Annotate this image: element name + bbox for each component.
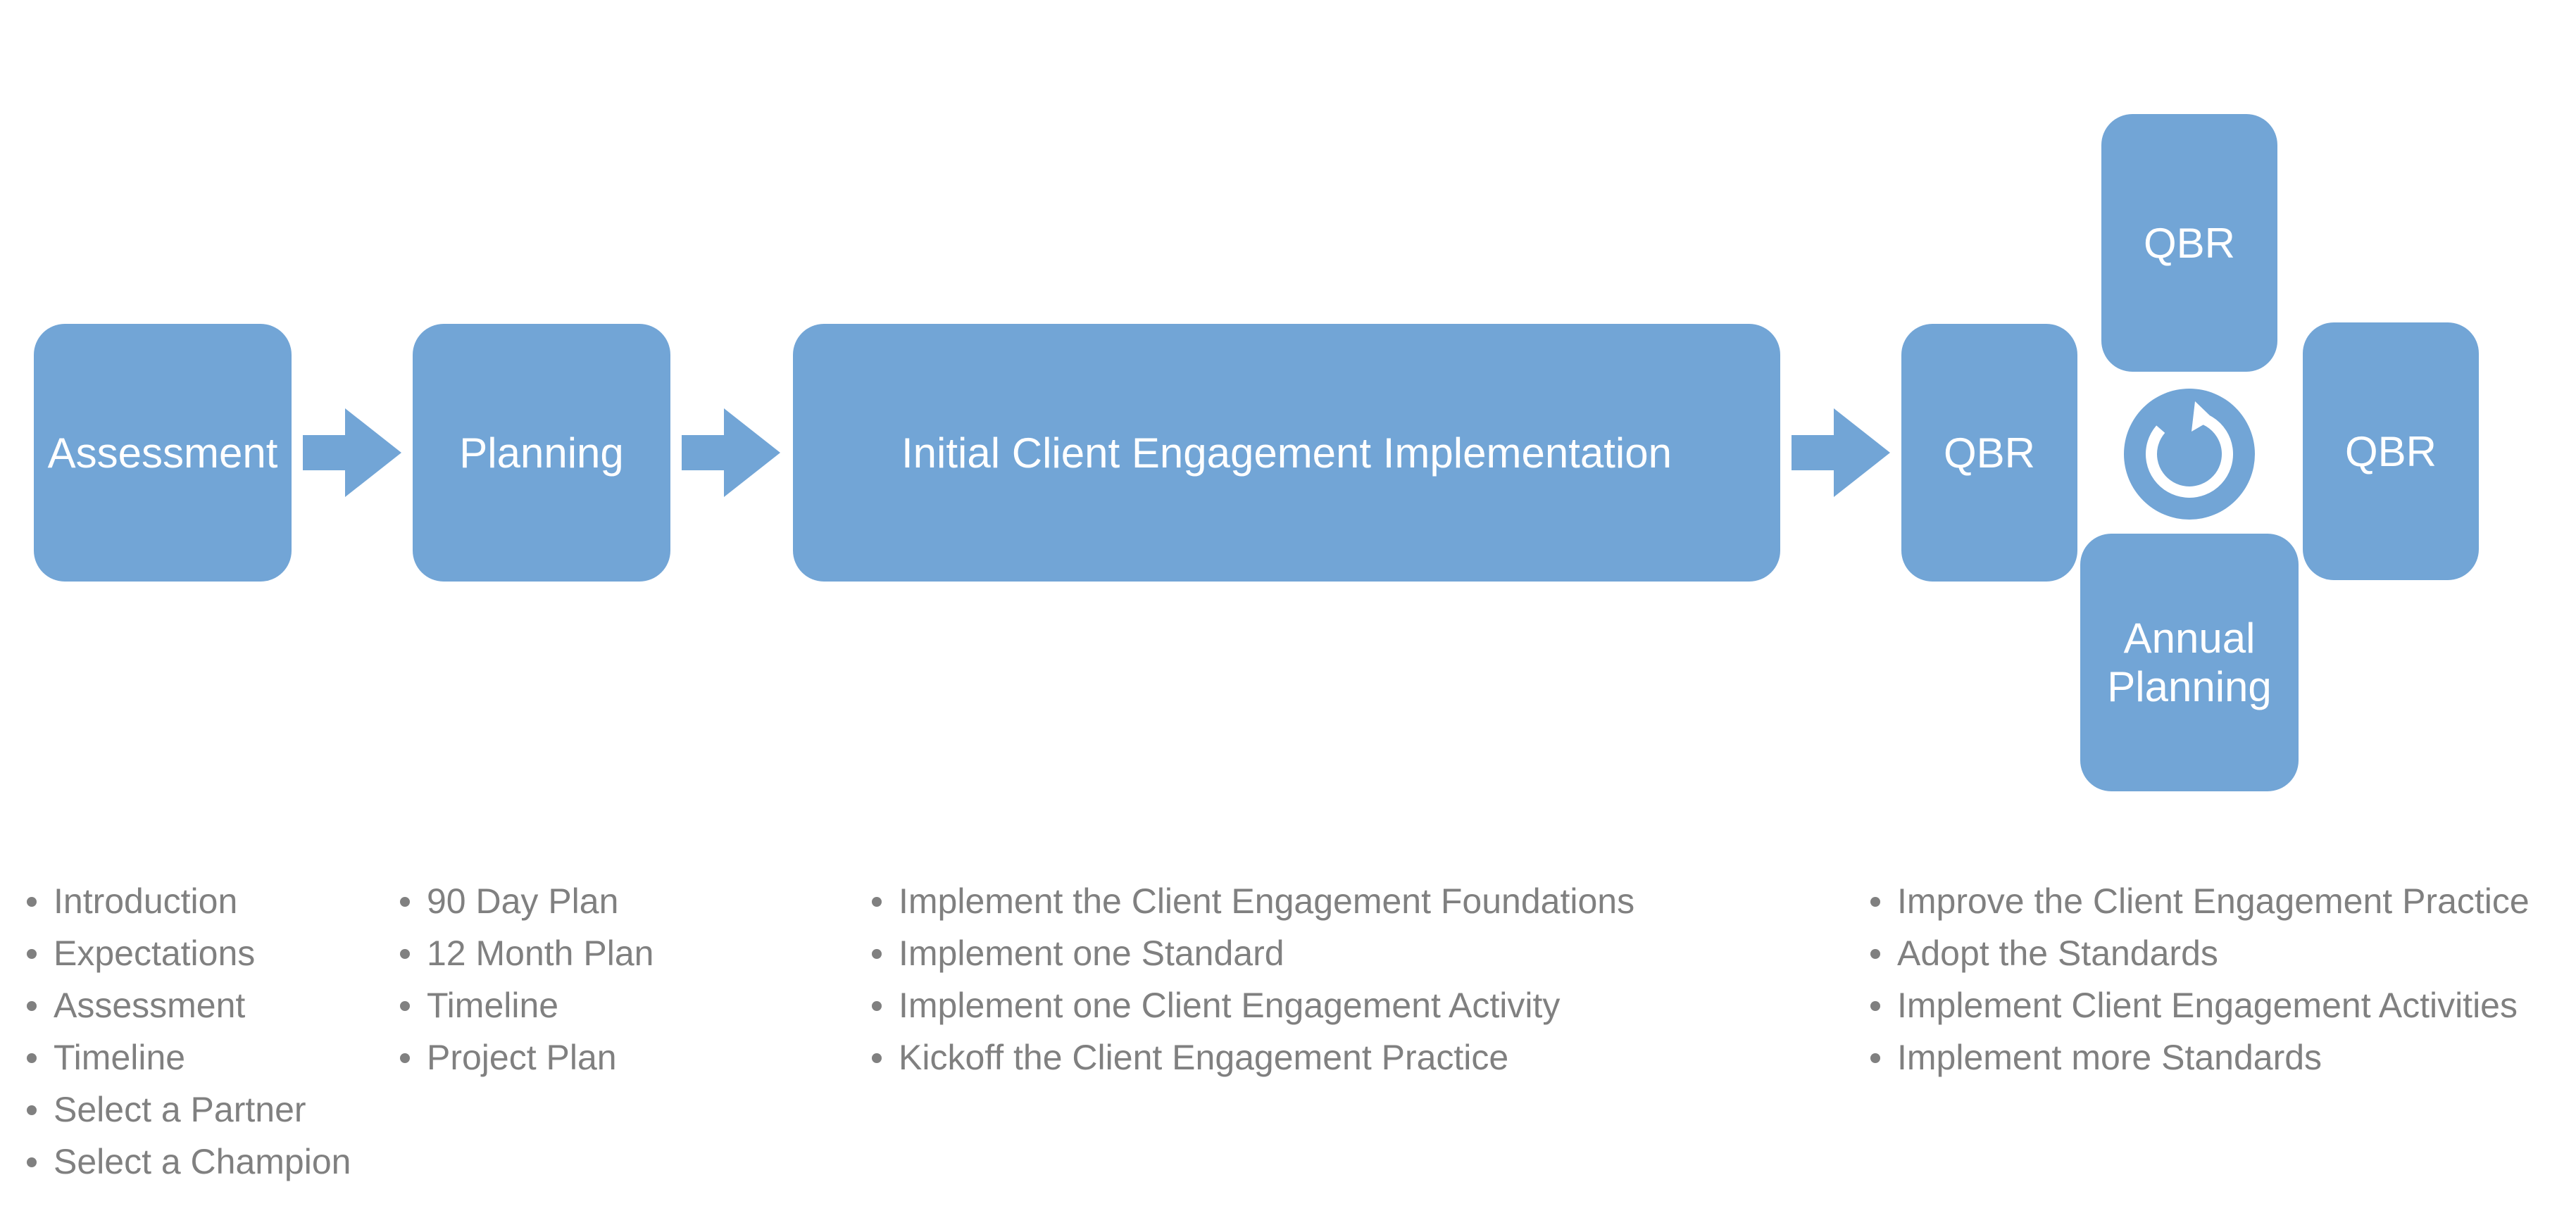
list-item: Select a Champion — [27, 1136, 351, 1188]
list-item: Implement Client Engagement Activities — [1870, 979, 2530, 1031]
list-item: Select a Partner — [27, 1083, 351, 1136]
list-item: Project Plan — [400, 1031, 654, 1083]
qbr-right-label: QBR — [2344, 427, 2437, 475]
implementation-list: Implement the Client Engagement Foundati… — [872, 875, 1634, 1083]
planning-box-label: Planning — [459, 429, 624, 477]
list-item: Introduction — [27, 875, 351, 927]
arrow-right-icon — [682, 408, 780, 497]
list-item: Implement more Standards — [1870, 1031, 2530, 1083]
annual-planning-box: Annual Planning — [2080, 534, 2299, 791]
list-item: Improve the Client Engagement Practice — [1870, 875, 2530, 927]
planning-box: Planning — [413, 324, 670, 582]
qbr-right-box: QBR — [2303, 322, 2479, 580]
list-item: Adopt the Standards — [1870, 927, 2530, 979]
list-item: 90 Day Plan — [400, 875, 654, 927]
qbr-top-label: QBR — [2143, 219, 2236, 267]
assessment-box: Assessment — [34, 324, 292, 582]
annual-planning-label-line1: Annual — [2123, 615, 2256, 662]
implementation-box: Initial Client Engagement Implementation — [793, 324, 1780, 582]
list-item: Expectations — [27, 927, 351, 979]
list-item: Implement one Client Engagement Activity — [872, 979, 1634, 1031]
qbr-left-box: QBR — [1901, 324, 2077, 582]
assessment-list: Introduction Expectations Assessment Tim… — [27, 875, 351, 1188]
annual-planning-label-line2: Planning — [2107, 663, 2272, 710]
qbr-top-box: QBR — [2101, 114, 2277, 372]
refresh-icon — [2124, 389, 2255, 520]
list-item: 12 Month Plan — [400, 927, 654, 979]
list-item: Assessment — [27, 979, 351, 1031]
planning-list: 90 Day Plan 12 Month Plan Timeline Proje… — [400, 875, 654, 1083]
ongoing-list: Improve the Client Engagement Practice A… — [1870, 875, 2530, 1083]
arrow-right-icon — [303, 408, 401, 497]
list-item: Kickoff the Client Engagement Practice — [872, 1031, 1634, 1083]
list-item: Timeline — [400, 979, 654, 1031]
implementation-box-label: Initial Client Engagement Implementation — [901, 429, 1672, 477]
qbr-left-label: QBR — [1943, 429, 2036, 477]
list-item: Timeline — [27, 1031, 351, 1083]
assessment-box-label: Assessment — [47, 429, 278, 477]
list-item: Implement the Client Engagement Foundati… — [872, 875, 1634, 927]
list-item: Implement one Standard — [872, 927, 1634, 979]
arrow-right-icon — [1792, 408, 1890, 497]
